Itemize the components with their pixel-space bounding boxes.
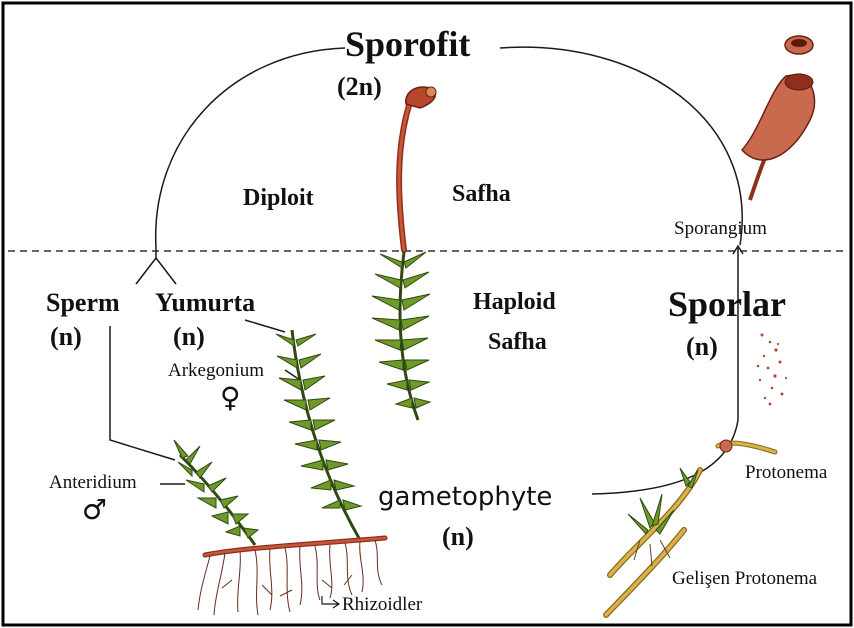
developing-protonema-illustration [606, 468, 700, 615]
sporophyte-illustration [399, 87, 436, 250]
spores-title: Sporlar [668, 284, 786, 324]
spores-ploidy: (n) [686, 332, 718, 362]
sperm-title: Sperm [46, 288, 120, 318]
diploid-phase-label: Diploit [243, 184, 314, 212]
male-symbol-icon: ♂ [82, 495, 107, 525]
archegonium-shoot-illustration [276, 330, 361, 540]
central-gametophyte-illustration [372, 252, 430, 420]
sporophyte-ploidy: (2n) [337, 72, 382, 102]
antheridium-label: Anteridium [49, 472, 137, 494]
egg-path-line [245, 320, 285, 332]
protonema-label: Protonema [745, 462, 827, 484]
gametophyte-ploidy: (n) [442, 522, 474, 552]
haploid-phase-suffix: Safha [488, 328, 547, 356]
cycle-arrow-up-sporangium [733, 246, 743, 262]
sporophyte-title: Sporofit [345, 24, 470, 64]
sporangium-illustration [742, 36, 815, 200]
antheridium-shoot-illustration [174, 440, 258, 545]
female-symbol-icon: ♀ [220, 383, 241, 413]
cycle-arc-left [156, 48, 345, 248]
developing-protonema-label: Gelişen Protonema [672, 568, 817, 590]
diploid-phase-suffix: Safha [452, 180, 511, 208]
egg-title: Yumurta [155, 288, 255, 318]
protonema-illustration [718, 440, 775, 452]
archegonium-label: Arkegonium [168, 360, 264, 382]
sporangium-label: Sporangium [674, 218, 767, 240]
cycle-arc-right [500, 47, 742, 245]
egg-ploidy: (n) [173, 322, 205, 352]
cycle-fork [136, 248, 176, 284]
rhizoids-label: Rhizoidler [342, 594, 422, 616]
sperm-ploidy: (n) [50, 322, 82, 352]
sperm-path-line [110, 326, 175, 460]
haploid-phase-label: Haploid [473, 288, 556, 316]
gametophyte-title: gametophyte [378, 482, 552, 512]
spores-illustration [757, 334, 787, 406]
